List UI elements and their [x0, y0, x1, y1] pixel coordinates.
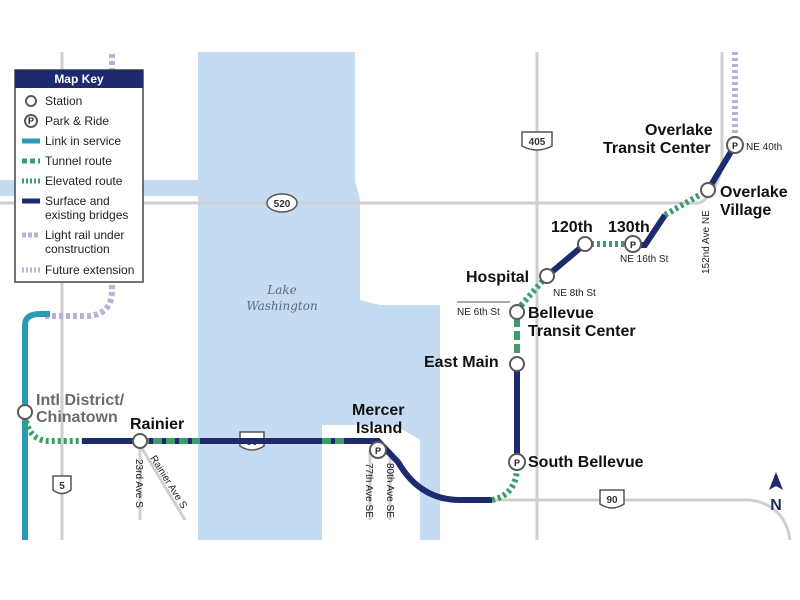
station-mercer-island[interactable]: P Mercer Island [352, 402, 404, 459]
key-label-construction-2: construction [45, 242, 110, 256]
station-overlake-village-label-2: Village [720, 202, 771, 219]
station-east-main[interactable]: East Main [424, 354, 525, 372]
station-rainier-label: Rainier [130, 416, 184, 433]
street-ne-8th: NE 8th St [553, 288, 596, 299]
highway-i5-shield: 5 [52, 475, 72, 495]
lake-washington [198, 52, 440, 540]
highway-i405-shield: 405 [521, 131, 553, 151]
highway-sr520-label: 520 [274, 199, 291, 210]
key-park-ride-letter: P [28, 116, 34, 126]
station-overlake-tc-label-2: Transit Center [603, 140, 711, 157]
street-23rd-ave: 23rd Ave S [133, 459, 144, 508]
station-rainier[interactable]: Rainier [130, 416, 184, 449]
station-bellevue-transit-center[interactable]: Bellevue Transit Center [509, 304, 636, 340]
map-key-title: Map Key [54, 72, 104, 86]
surface-route-line [82, 438, 492, 503]
street-ne-40th: NE 40th [746, 142, 782, 153]
station-overlake-transit-center[interactable]: P Overlake Transit Center [603, 122, 744, 157]
station-intl-district[interactable]: Intl District/ Chinatown [17, 392, 125, 426]
map-key: Map Key Station P Park & Ride Link in se… [14, 69, 144, 283]
north-label: N [770, 497, 782, 514]
key-label-tunnel: Tunnel route [45, 154, 112, 168]
key-label-park-ride: Park & Ride [45, 114, 109, 128]
station-mercer-label-1: Mercer [352, 402, 404, 419]
station-intl-district-label-2: Chinatown [36, 409, 118, 426]
station-intl-district-label-1: Intl District/ [36, 392, 125, 409]
station-overlake-village[interactable]: Overlake Village [700, 182, 788, 219]
station-120th[interactable]: 120th [551, 219, 593, 252]
key-label-station: Station [45, 94, 82, 108]
key-label-future: Future extension [45, 263, 134, 277]
key-label-elevated: Elevated route [45, 174, 123, 188]
highway-i90-east-shield: 90 [599, 489, 625, 509]
station-120th-label: 120th [551, 219, 593, 236]
key-label-surface-1: Surface and [45, 194, 110, 208]
station-east-main-label: East Main [424, 354, 499, 371]
station-mercer-label-2: Island [356, 420, 402, 437]
link-in-service-line [22, 311, 50, 540]
station-130th-label: 130th [608, 219, 650, 236]
park-and-ride-icon: P [630, 240, 636, 250]
surface-route-hospital [545, 241, 587, 279]
station-hospital[interactable]: Hospital [466, 268, 555, 286]
park-and-ride-icon: P [514, 458, 520, 468]
station-overlake-tc-label-1: Overlake [645, 122, 713, 139]
station-south-bellevue[interactable]: P South Bellevue [508, 453, 644, 471]
station-overlake-village-label-1: Overlake [720, 184, 788, 201]
tunnel-route-segments [140, 318, 520, 444]
station-hospital-label: Hospital [466, 269, 529, 286]
street-rainier-ave: Rainier Ave S [147, 454, 189, 511]
highway-i405-label: 405 [529, 137, 546, 148]
street-80th-ave: 80th Ave SE [384, 463, 395, 518]
north-arrow-icon [769, 472, 783, 490]
station-bellevue-tc-label-1: Bellevue [528, 305, 594, 322]
key-label-surface-2: existing bridges [45, 208, 128, 222]
north-arrow: N [769, 472, 783, 514]
key-station-icon [25, 95, 37, 107]
key-park-ride-icon [24, 114, 38, 128]
street-152nd-ave: 152nd Ave NE [701, 210, 712, 274]
highway-i5-label: 5 [59, 481, 65, 492]
highway-i90-east-label: 90 [606, 495, 618, 506]
street-77th-ave: 77th Ave SE [363, 463, 374, 518]
lake-label-line1: Lake [266, 283, 297, 297]
lake-label-line2: Washington [246, 299, 317, 313]
station-south-bellevue-label: South Bellevue [528, 454, 644, 471]
station-130th[interactable]: P 130th [608, 219, 650, 253]
key-label-link: Link in service [45, 134, 121, 148]
station-bellevue-tc-label-2: Transit Center [528, 323, 636, 340]
park-and-ride-icon: P [732, 141, 738, 151]
highway-sr520-shield: 520 [266, 193, 298, 213]
key-label-construction-1: Light rail under [45, 228, 124, 242]
park-and-ride-icon: P [375, 446, 381, 456]
street-ne-16th: NE 16th St [620, 254, 669, 265]
street-ne-6th: NE 6th St [457, 307, 500, 318]
